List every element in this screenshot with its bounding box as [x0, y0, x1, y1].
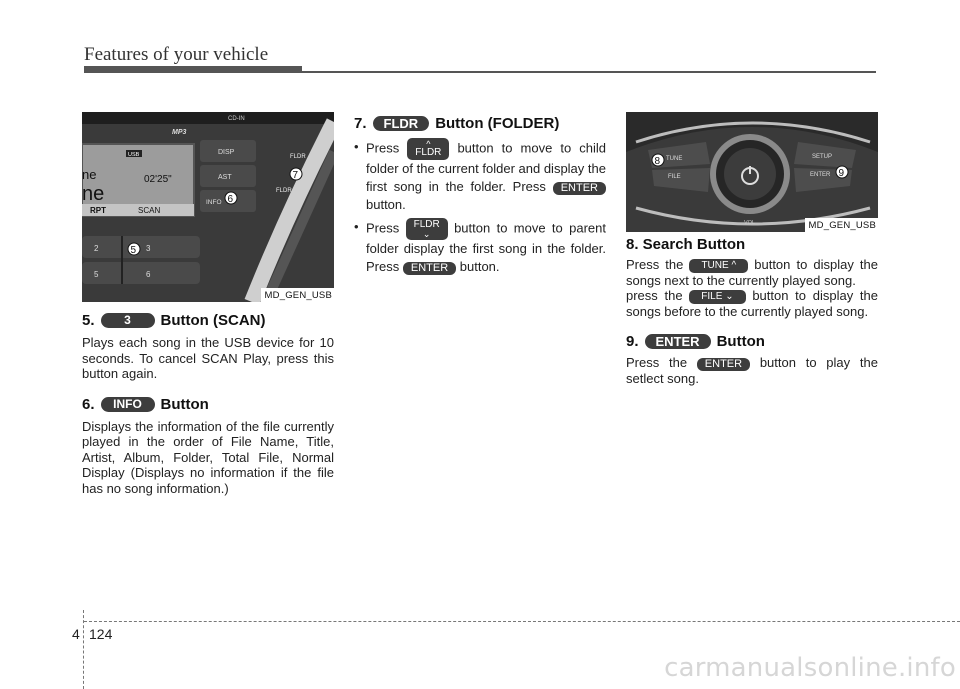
callout-9: 9 — [839, 168, 845, 179]
file-down-key-icon: FILE ⌄ — [689, 289, 746, 304]
preset-key-6: 6 — [146, 270, 151, 279]
section-7-heading: 7. FLDR Button (FOLDER) — [354, 115, 606, 132]
section-5-number: 5. — [82, 312, 95, 329]
list-item: Press ^FLDR button to move to child fold… — [354, 138, 606, 214]
section-8-line-1: Press the TUNE ^ button to display the s… — [626, 257, 878, 288]
footer-rule — [84, 621, 960, 622]
mp3-logo: MP3 — [172, 129, 187, 136]
chapter-number: 4 — [72, 626, 80, 642]
section-5-title: Button (SCAN) — [160, 312, 266, 329]
disp-key-label: DISP — [218, 149, 235, 156]
section-5-heading: 5. 3 Button (SCAN) — [82, 312, 334, 329]
screen-rpt-label: RPT — [90, 206, 106, 215]
tune-key-label: TUNE — [666, 156, 682, 162]
fldr-down-label: FLDR — [276, 188, 292, 194]
screen-title-fragment: ne — [82, 167, 96, 182]
callout-5: 5 — [131, 245, 137, 256]
audio-panel-photo-right: TUNE FILE SETUP ENTER VOL 8 9 MD_GEN_USB — [626, 112, 878, 232]
ast-key-label: AST — [218, 174, 232, 181]
enter-key-badge: ENTER — [552, 182, 606, 195]
page-number: 124 — [89, 626, 113, 642]
enter-key-label: ENTER — [810, 172, 831, 178]
preset-key-3: 3 — [146, 244, 151, 253]
fldr-down-key-icon: FLDR⌄ — [405, 218, 448, 240]
section-8-heading: 8. Search Button — [626, 236, 746, 253]
enter-key-badge-inline: ENTER — [696, 358, 751, 372]
callout-7: 7 — [293, 170, 299, 181]
audio-panel-photo-left: USB ne 02'25" ne RPT SCAN MP3 CD-IN DISP… — [82, 112, 334, 302]
section-9-title: Button — [716, 333, 765, 351]
tune-up-key-icon: TUNE ^ — [689, 258, 749, 273]
header-bar-accent — [84, 66, 302, 73]
screen-time: 02'25" — [144, 174, 172, 185]
section-6-heading: 6. INFO Button — [82, 396, 334, 413]
section-6-number: 6. — [82, 395, 95, 413]
info-key-label: INFO — [206, 199, 222, 206]
column-right: TUNE FILE SETUP ENTER VOL 8 9 MD_GEN_USB… — [626, 112, 878, 387]
section-5-text: Plays each song in the USB device for 10… — [82, 335, 334, 381]
list-item: Press FLDR⌄ button to move to parent fol… — [354, 218, 606, 276]
file-key-label: FILE — [668, 174, 681, 180]
preset-key-2: 2 — [94, 244, 99, 253]
info-key-badge: INFO — [100, 396, 155, 412]
enter-key-badge: ENTER — [402, 262, 457, 275]
control-knob-illustration: TUNE FILE SETUP ENTER VOL 8 9 — [626, 112, 878, 232]
section-7-number: 7. — [354, 115, 367, 132]
setup-key-label: SETUP — [812, 154, 832, 160]
header-rule — [84, 71, 876, 73]
svg-text:ne: ne — [82, 183, 104, 205]
footer-divider — [83, 610, 84, 689]
fldr-up-label: FLDR — [290, 154, 306, 160]
section-7-title: Button (FOLDER) — [435, 115, 560, 132]
page-header-title: Features of your vehicle — [84, 44, 269, 65]
section-6-text: Displays the information of the file cur… — [82, 418, 334, 496]
callout-6: 6 — [228, 194, 234, 205]
enter-key-badge: ENTER — [644, 334, 711, 350]
callout-8: 8 — [655, 156, 661, 167]
column-middle: 7. FLDR Button (FOLDER) Press ^FLDR butt… — [354, 112, 606, 276]
cdin-label: CD-IN — [228, 116, 245, 122]
section-7-list: Press ^FLDR button to move to child fold… — [354, 138, 606, 276]
section-6-title: Button — [160, 395, 209, 413]
photo-caption-right: MD_GEN_USB — [804, 218, 878, 232]
watermark: carmanualsonline.info — [664, 653, 956, 683]
section-9-number: 9. — [626, 333, 639, 351]
screen-scan-label: SCAN — [138, 206, 160, 215]
column-left: USB ne 02'25" ne RPT SCAN MP3 CD-IN DISP… — [82, 112, 334, 496]
section-9-text: Press the ENTER button to play the setle… — [626, 355, 878, 387]
screen-usb-label: USB — [128, 152, 140, 158]
fldr-key-badge: FLDR — [372, 116, 430, 131]
section-8-line-2: press the FILE ⌄ button to display the s… — [626, 288, 878, 319]
vol-label: VOL — [744, 220, 755, 226]
scan-key-badge: 3 — [100, 313, 155, 328]
section-9-heading: 9. ENTER Button — [626, 333, 878, 350]
audio-panel-illustration: USB ne 02'25" ne RPT SCAN MP3 CD-IN DISP… — [82, 112, 334, 302]
fldr-up-key-icon: ^FLDR — [407, 138, 450, 160]
photo-caption-left: MD_GEN_USB — [260, 288, 334, 302]
preset-key-5: 5 — [94, 270, 99, 279]
